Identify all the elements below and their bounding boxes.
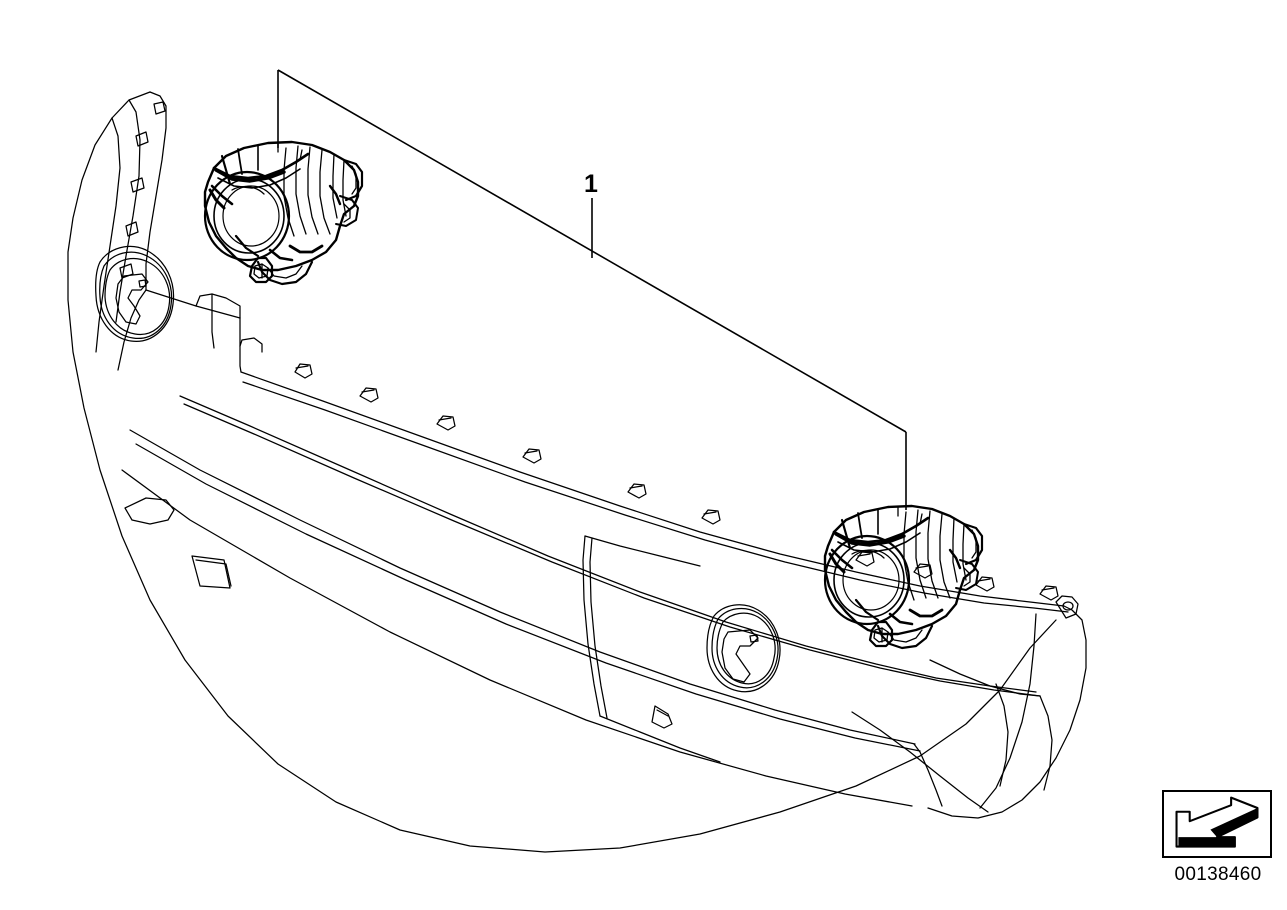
callout-number-1[interactable]: 1: [584, 170, 598, 198]
revision-icon-frame: [1162, 790, 1272, 858]
front-bumper-trim-panel: [67, 91, 1087, 853]
fog-lamp-upper-left: [203, 140, 364, 286]
fog-lamp-lower-right: [823, 504, 984, 650]
diagram-footer: 00138460: [1162, 790, 1274, 886]
diagram-id-label: 00138460: [1174, 864, 1262, 885]
leader-lines: [277, 69, 907, 510]
arrow-down-left-3d-icon: [1175, 796, 1259, 848]
